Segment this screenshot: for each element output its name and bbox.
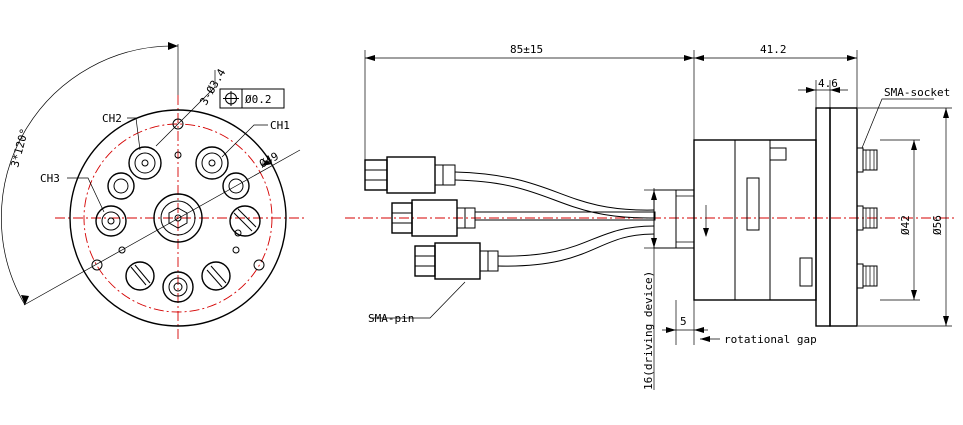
arrow-head: [651, 238, 657, 248]
sma-socket-top: [856, 147, 878, 173]
arrow-head: [666, 327, 676, 333]
arrow-head: [365, 55, 375, 61]
rotor-collar: [675, 189, 695, 249]
position-tolerance-icon: [223, 91, 239, 106]
ch1-leader: [221, 124, 268, 158]
ch1-connector: [195, 146, 229, 180]
center-hex-nut: [168, 207, 188, 229]
ch3-label: CH3: [40, 172, 60, 185]
arrow-head: [806, 87, 816, 93]
mounting-hole: [172, 118, 184, 130]
center-pin: [174, 214, 182, 222]
dim-inner-dia: Ø42: [899, 215, 912, 235]
arrow-head: [703, 228, 709, 237]
pin-hole: [174, 151, 182, 159]
arrow-head: [911, 290, 917, 300]
diameter-label: Ø49: [257, 150, 281, 171]
angle-arc: [1, 45, 179, 306]
sma-pin-bottom: [414, 242, 499, 280]
ch2-connector: [128, 146, 162, 180]
front-cap: [829, 107, 858, 327]
side-connector-left: [107, 172, 135, 200]
arrow-head: [700, 336, 710, 342]
housing-detail: [799, 257, 813, 287]
pin-hole: [232, 246, 240, 254]
ch2-leader: [127, 117, 141, 151]
holes-leader: [155, 86, 216, 147]
dim-driving: 16(driving device): [642, 271, 655, 390]
front-view: CH2 CH1 CH3 Ø0.2 3-Ø3.4 3*120° Ø49: [1, 42, 305, 340]
cable-bottom: [497, 225, 655, 257]
dim-body-length: 41.2: [760, 43, 787, 56]
pin-hole: [118, 246, 126, 254]
dim-cable-length: 85±15: [510, 43, 543, 56]
center-connector: [153, 193, 203, 243]
front-outer-circle: [69, 109, 287, 327]
slot-screw: [201, 261, 231, 291]
front-flange: [815, 107, 831, 327]
cable-mid: [474, 211, 656, 221]
ch2-label: CH2: [102, 112, 122, 125]
housing-detail: [769, 147, 787, 161]
arrow-head: [651, 190, 657, 200]
arrow-head: [911, 140, 917, 150]
housing-body: [693, 139, 817, 301]
mounting-hole: [91, 259, 103, 271]
mounting-hole: [253, 259, 265, 271]
tolerance-value: Ø0.2: [245, 93, 272, 106]
ch3-connector: [95, 205, 127, 237]
cable-top: [454, 171, 655, 211]
slot-screw: [229, 205, 261, 237]
arrow-head: [830, 87, 840, 93]
socket-leader: [861, 98, 934, 149]
center-connector-ring: [160, 200, 196, 236]
arrow-head: [847, 55, 857, 61]
cable-bottom: [497, 233, 655, 267]
sma-socket-mid: [856, 205, 878, 231]
housing-detail: [746, 177, 760, 231]
arrow-head: [943, 316, 949, 326]
dim-flange: 4.6: [818, 77, 838, 90]
rotor-shaft: [653, 189, 695, 249]
slot-screw: [125, 261, 155, 291]
dim-rotational: 5: [680, 315, 687, 328]
diameter-leader: [23, 149, 301, 306]
arrow-head: [694, 327, 704, 333]
gap-label: rotational gap: [724, 333, 817, 346]
arrow-head: [262, 160, 272, 166]
holes-label: 3-Ø3.4: [197, 66, 228, 107]
pin-leader: [370, 281, 466, 319]
dim-outer-dia: Ø56: [931, 215, 944, 235]
arrow-head: [694, 55, 704, 61]
ch1-label: CH1: [270, 119, 290, 132]
bottom-connector: [162, 271, 194, 303]
arrow-head: [168, 42, 178, 50]
pin-label: SMA-pin: [368, 312, 414, 325]
sma-pin-mid: [391, 199, 476, 237]
sma-socket-bottom: [856, 263, 878, 289]
arrow-head: [943, 108, 949, 118]
tolerance-frame: [219, 88, 285, 109]
socket-label: SMA-socket: [884, 86, 950, 99]
pin-hole: [234, 229, 242, 237]
cable-top: [454, 179, 655, 219]
side-view: 85±15 41.2 4.6: [345, 43, 955, 390]
side-connector-right: [222, 172, 250, 200]
angle-label: 3*120°: [8, 127, 31, 169]
ch3-leader: [67, 177, 105, 213]
sma-pin-top: [364, 156, 456, 194]
arrow-head: [21, 295, 29, 305]
arrow-head: [684, 55, 694, 61]
front-bolt-circle: [83, 123, 273, 313]
